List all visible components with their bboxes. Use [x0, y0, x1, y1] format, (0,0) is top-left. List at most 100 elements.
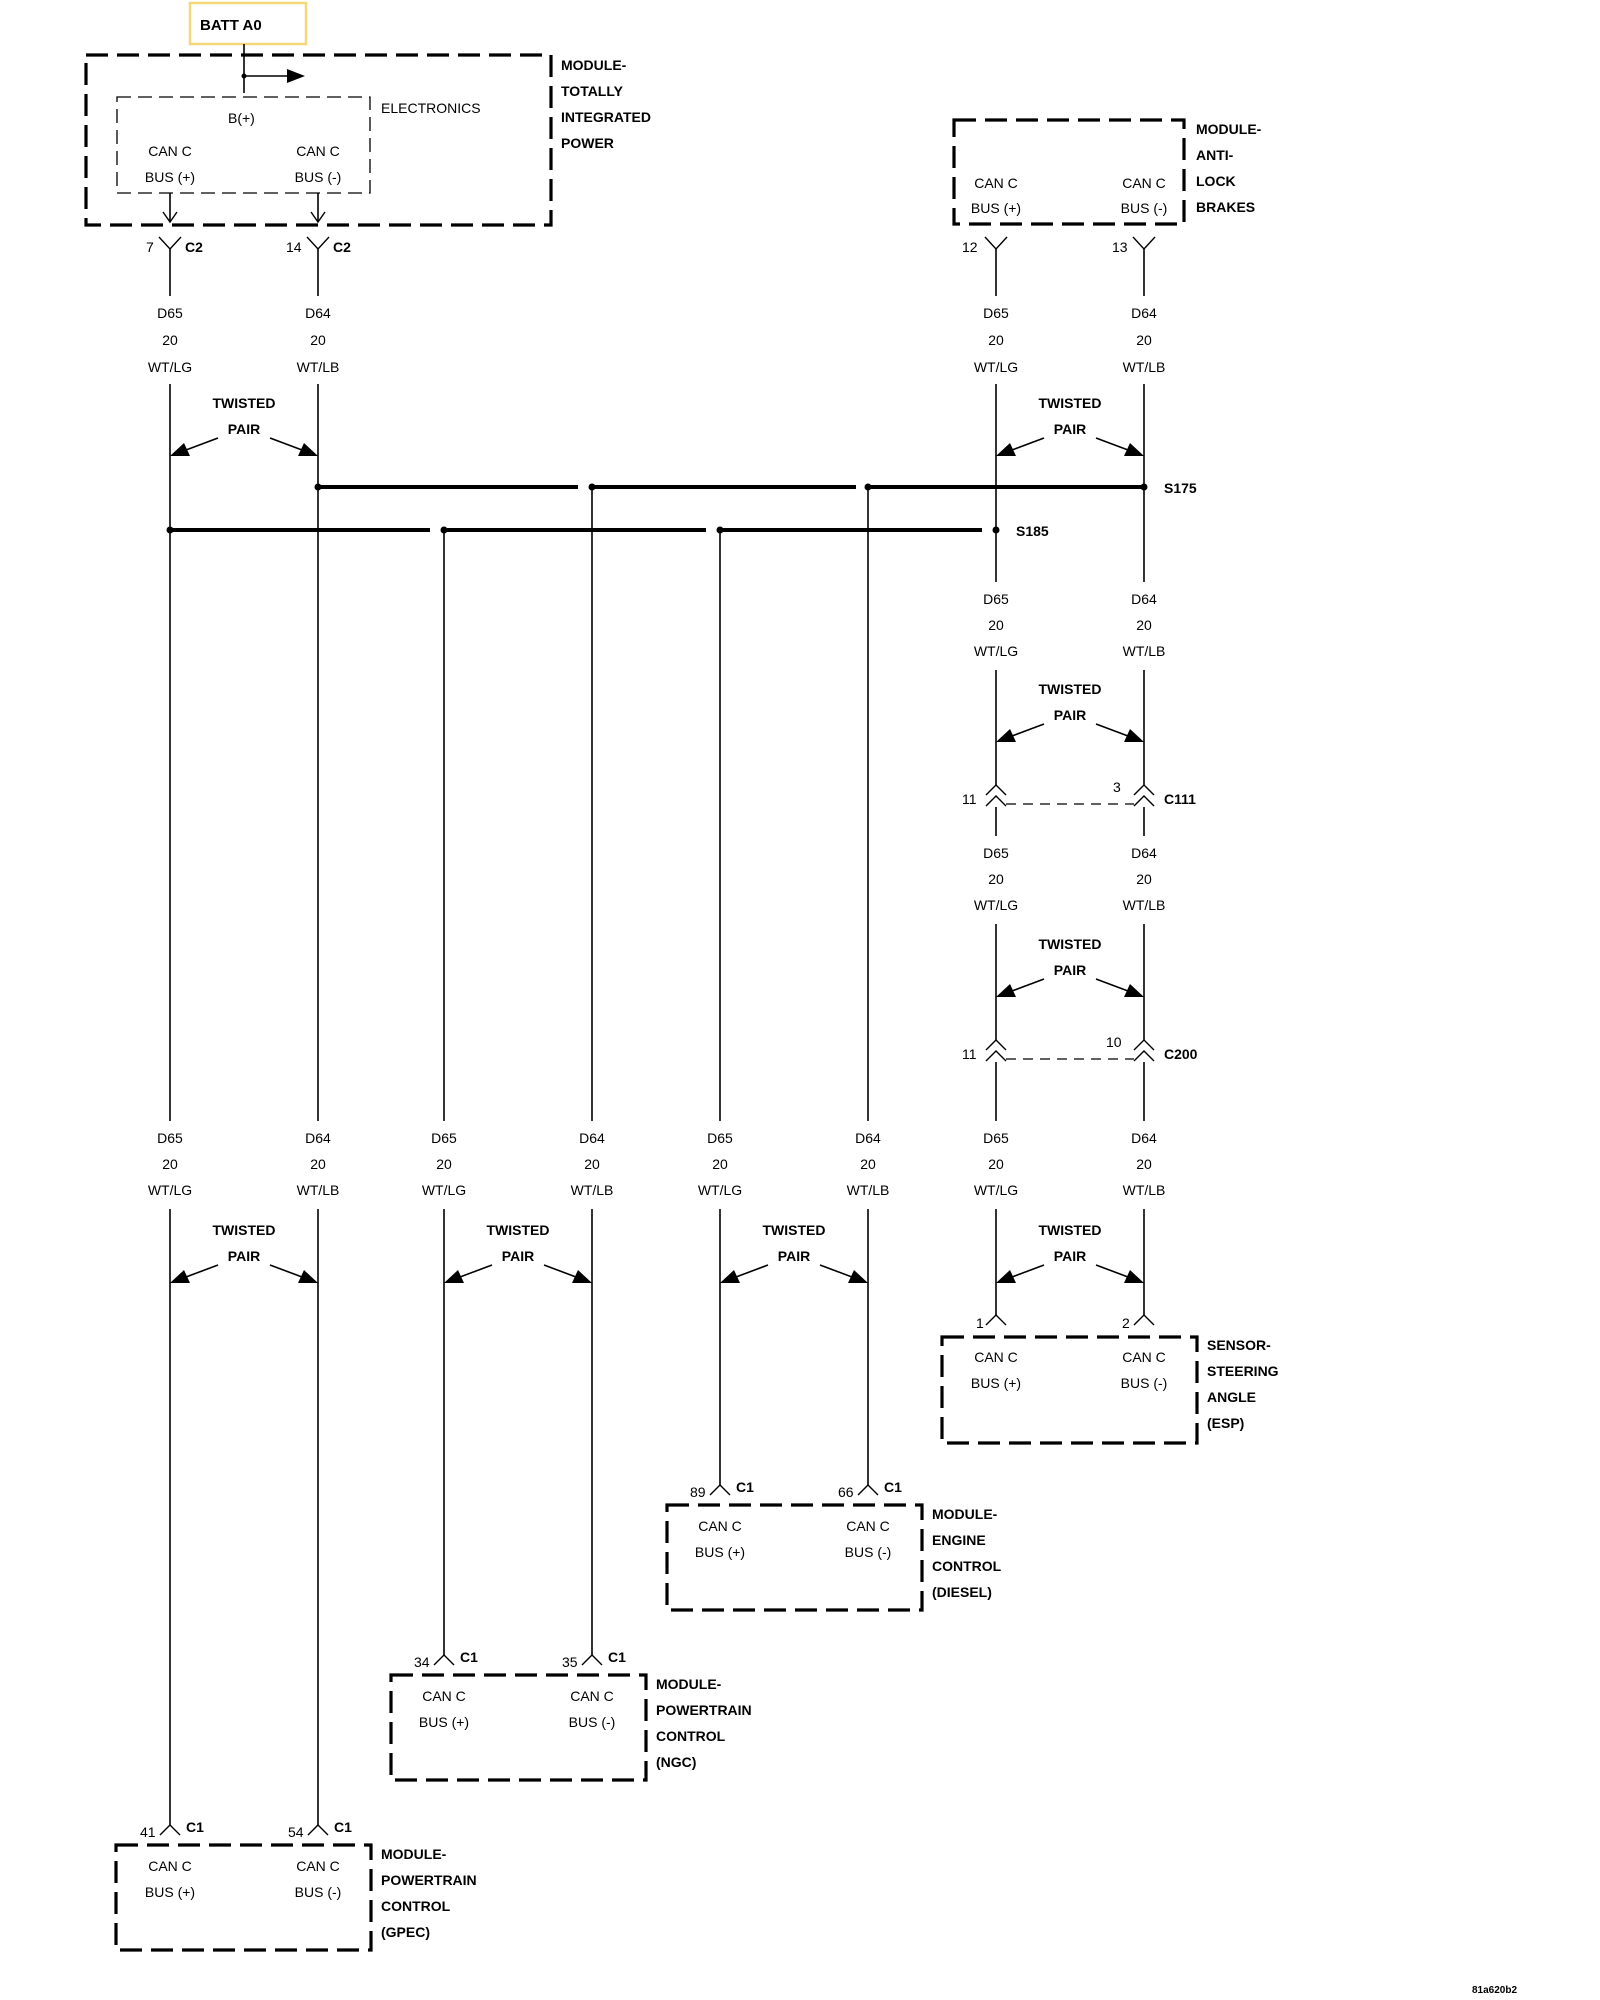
- wire-label-d65: D65 20 WT/LG: [974, 305, 1018, 375]
- module-name-line: ANTI-: [1196, 147, 1234, 163]
- svg-text:20: 20: [162, 1156, 178, 1172]
- connector-label: C200: [1164, 1046, 1198, 1062]
- pin-number: 54: [288, 1824, 304, 1840]
- wire-label-d65: D65 20 WT/LG: [698, 1130, 742, 1198]
- svg-text:PAIR: PAIR: [1054, 707, 1086, 723]
- svg-text:D64: D64: [1131, 1130, 1157, 1146]
- pin-number: 14: [286, 239, 302, 255]
- connector-c111: 11 3 C111: [962, 779, 1196, 807]
- wire-label-d64: D64 20 WT/LB: [1123, 845, 1166, 913]
- pin-number: 7: [146, 239, 154, 255]
- pin-number: 41: [140, 1824, 156, 1840]
- wire-label-d65: D65 20 WT/LG: [148, 305, 192, 375]
- svg-text:WT/LG: WT/LG: [148, 359, 192, 375]
- svg-text:PAIR: PAIR: [502, 1248, 534, 1264]
- bus-pos-label: BUS (+): [695, 1544, 745, 1560]
- svg-text:WT/LG: WT/LG: [974, 359, 1018, 375]
- module-name-line: SENSOR-: [1207, 1337, 1271, 1353]
- svg-text:20: 20: [310, 1156, 326, 1172]
- module-name-line: STEERING: [1207, 1363, 1279, 1379]
- svg-text:WT/LG: WT/LG: [698, 1182, 742, 1198]
- module-name-line: MODULE-: [561, 57, 627, 73]
- svg-text:TWISTED: TWISTED: [1039, 395, 1102, 411]
- svg-text:20: 20: [1136, 617, 1152, 633]
- can-label: CAN C: [698, 1518, 742, 1534]
- connector-label: C1: [186, 1819, 204, 1835]
- module-name-line: POWER: [561, 135, 614, 151]
- svg-text:D64: D64: [1131, 845, 1157, 861]
- wire-label-d65: D65 20 WT/LG: [422, 1130, 466, 1198]
- svg-text:WT/LB: WT/LB: [297, 359, 340, 375]
- can-label: CAN C: [974, 1349, 1018, 1365]
- can-label: CAN C: [974, 175, 1018, 191]
- module-name-line: POWERTRAIN: [656, 1702, 752, 1718]
- svg-text:PAIR: PAIR: [778, 1248, 810, 1264]
- svg-text:D64: D64: [305, 1130, 331, 1146]
- svg-text:D65: D65: [707, 1130, 733, 1146]
- svg-text:D65: D65: [983, 845, 1009, 861]
- can-label: CAN C: [570, 1688, 614, 1704]
- wire-label-d64: D64 20 WT/LB: [1123, 1130, 1166, 1198]
- svg-text:20: 20: [1136, 1156, 1152, 1172]
- wire-labels: D65 20 WT/LG D64 20 WT/LB D65 20 WT/LG D…: [148, 305, 1166, 1198]
- svg-text:20: 20: [310, 332, 326, 348]
- svg-text:WT/LB: WT/LB: [297, 1182, 340, 1198]
- svg-text:PAIR: PAIR: [228, 1248, 260, 1264]
- twisted-pair-label: TWISTED PAIR: [444, 1222, 592, 1283]
- splice-nodes: S175 S185: [166, 480, 1197, 539]
- twisted-pair-label: TWISTED PAIR: [996, 936, 1144, 997]
- connector-label: C2: [185, 239, 203, 255]
- svg-text:20: 20: [988, 332, 1004, 348]
- twisted-pair-label: TWISTED PAIR: [720, 1222, 868, 1283]
- module-name-line: MODULE-: [656, 1676, 722, 1692]
- sensor-steering-angle: 1 2 CAN C BUS (+) CAN C BUS (-) SENSOR- …: [940, 1314, 1279, 1445]
- wire-label-d64: D64 20 WT/LB: [571, 1130, 614, 1198]
- module-powertrain-control-ngc: 34 C1 35 C1 CAN C BUS (+) CAN C BUS (-) …: [389, 1649, 752, 1782]
- svg-text:WT/LG: WT/LG: [974, 897, 1018, 913]
- can-label: CAN C: [296, 143, 340, 159]
- bus-pos-label: BUS (+): [971, 1375, 1021, 1391]
- svg-text:D64: D64: [579, 1130, 605, 1146]
- module-name-line: CONTROL: [381, 1898, 451, 1914]
- wire-label-d65: D65 20 WT/LG: [974, 845, 1018, 913]
- module-name-line: (ESP): [1207, 1415, 1244, 1431]
- connector-label: C1: [608, 1649, 626, 1665]
- connector-label: C2: [333, 239, 351, 255]
- svg-text:D65: D65: [983, 591, 1009, 607]
- bus-neg-label: BUS (-): [1121, 1375, 1168, 1391]
- bus-pos-label: BUS (+): [971, 200, 1021, 216]
- twisted-pair-label: TWISTED PAIR: [170, 395, 318, 456]
- svg-text:D65: D65: [431, 1130, 457, 1146]
- svg-text:20: 20: [436, 1156, 452, 1172]
- svg-text:20: 20: [712, 1156, 728, 1172]
- can-label: CAN C: [148, 1858, 192, 1874]
- pin-number: 34: [414, 1654, 430, 1670]
- svg-text:TWISTED: TWISTED: [213, 1222, 276, 1238]
- wire-label-d65: D65 20 WT/LG: [148, 1130, 192, 1198]
- twisted-pair-label: TWISTED PAIR: [996, 681, 1144, 742]
- connector-label: C1: [736, 1479, 754, 1495]
- bus-neg-label: BUS (-): [569, 1714, 616, 1730]
- electronics-label: ELECTRONICS: [381, 100, 481, 116]
- svg-text:20: 20: [988, 1156, 1004, 1172]
- pin-number: 1: [976, 1315, 984, 1331]
- bus-neg-label: BUS (-): [295, 169, 342, 185]
- svg-text:D64: D64: [305, 305, 331, 321]
- connector-label: C1: [460, 1649, 478, 1665]
- battery-label: BATT A0: [200, 17, 262, 34]
- svg-text:20: 20: [988, 617, 1004, 633]
- svg-text:D65: D65: [983, 305, 1009, 321]
- pin-number: 13: [1112, 239, 1128, 255]
- battery-label-box: [188, 1, 308, 46]
- svg-text:WT/LG: WT/LG: [148, 1182, 192, 1198]
- pin-number: 35: [562, 1654, 578, 1670]
- svg-text:WT/LB: WT/LB: [1123, 1182, 1166, 1198]
- module-name-line: INTEGRATED: [561, 109, 651, 125]
- wire-label-d64: D64 20 WT/LB: [1123, 305, 1166, 375]
- module-abs: CAN C BUS (+) CAN C BUS (-) MODULE- ANTI…: [952, 118, 1262, 255]
- can-label: CAN C: [846, 1518, 890, 1534]
- svg-text:WT/LG: WT/LG: [974, 643, 1018, 659]
- svg-text:D65: D65: [157, 305, 183, 321]
- svg-text:20: 20: [860, 1156, 876, 1172]
- wire-label-d65: D65 20 WT/LG: [974, 591, 1018, 659]
